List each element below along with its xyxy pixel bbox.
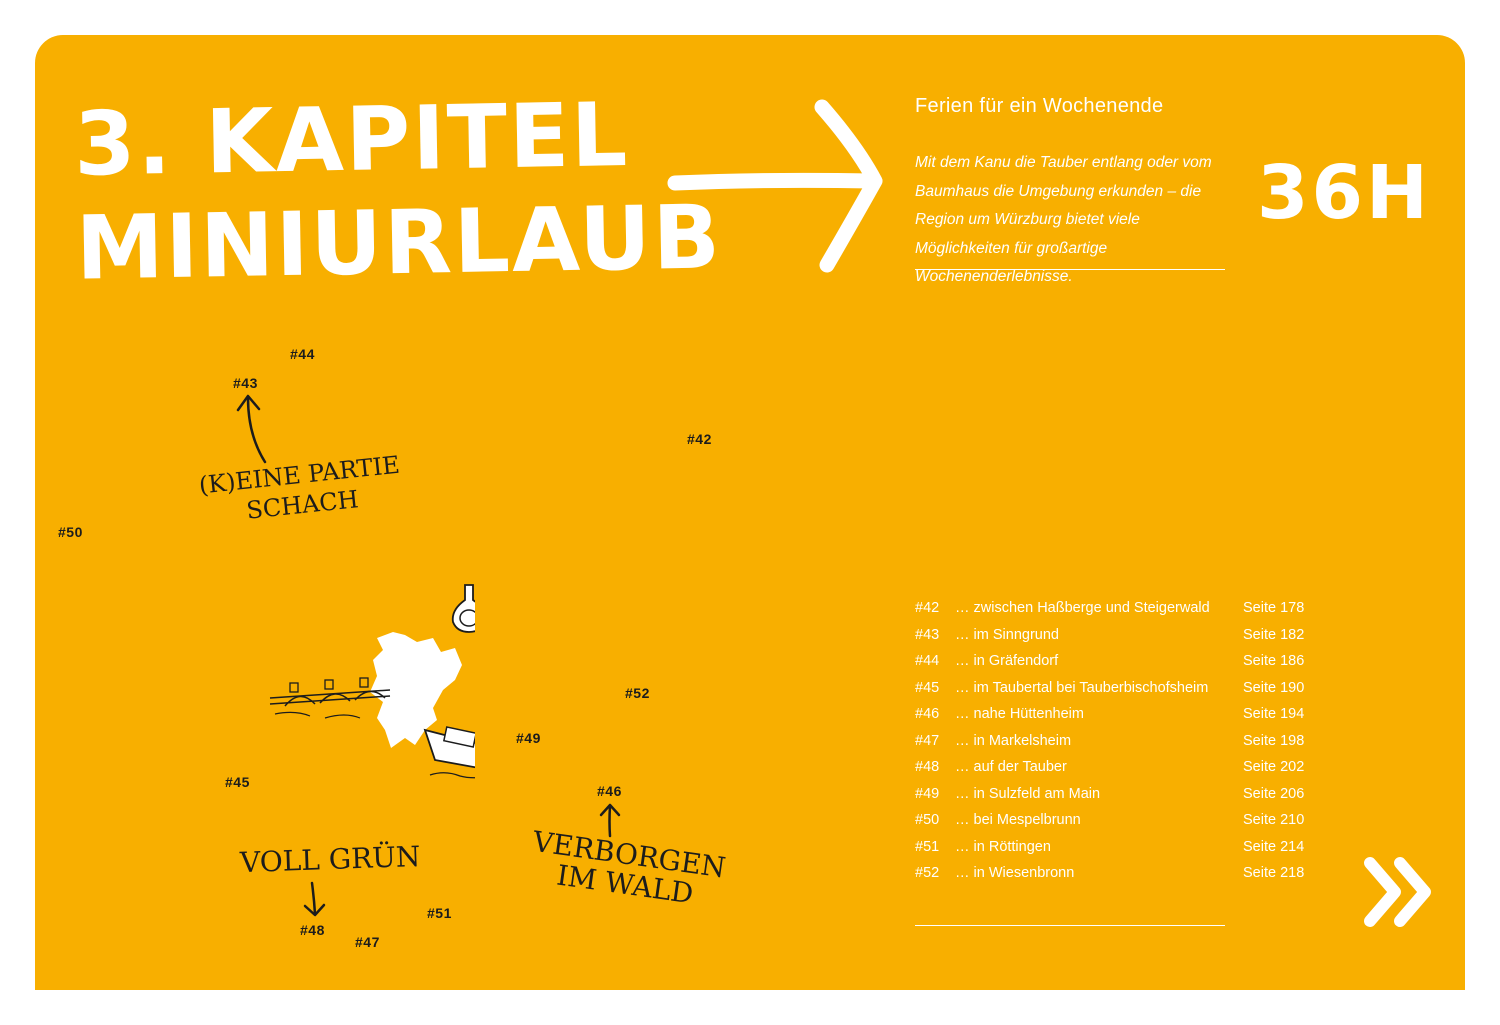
- chapter-number: 3. KAPITEL: [73, 82, 630, 196]
- toc-entry-number: #47: [915, 732, 940, 749]
- toc-row[interactable]: #51 … in Röttingen Seite 214: [915, 834, 1335, 861]
- toc-entry-number: #43: [915, 626, 940, 643]
- toc-row[interactable]: #49 … in Sulzfeld am Main Seite 206: [915, 781, 1335, 808]
- toc-entry-title: … bei Mespelbrunn: [955, 812, 1081, 828]
- arrow-right-icon: [667, 99, 883, 273]
- toc-row[interactable]: #43 … im Sinngrund Seite 182: [915, 622, 1335, 649]
- chapter-subtitle: Ferien für ein Wochenende: [915, 95, 1164, 117]
- toc-entry-number: #48: [915, 759, 940, 775]
- toc-entry-page: Seite 206: [1243, 785, 1305, 802]
- toc-row[interactable]: #47 … in Markelsheim Seite 198: [915, 728, 1335, 755]
- map-marker-51: #51: [427, 905, 452, 921]
- toc-entry-title: … nahe Hüttenheim: [955, 706, 1084, 722]
- map-marker-45: #45: [225, 774, 250, 790]
- map-marker-44: #44: [290, 346, 315, 362]
- toc-entry-page: Seite 214: [1243, 838, 1305, 855]
- map-marker-52: #52: [625, 685, 650, 701]
- map-marker-50: #50: [58, 524, 83, 540]
- region-map-illustration: [269, 584, 475, 779]
- toc-row[interactable]: #48 … auf der Tauber Seite 202: [915, 754, 1335, 781]
- toc-entry-number: #50: [915, 812, 940, 828]
- toc-entry-title: … zwischen Haßberge und Steigerwald: [955, 600, 1210, 616]
- map-marker-43: #43: [233, 375, 258, 391]
- toc-entry-page: Seite 202: [1243, 759, 1305, 775]
- toc-entry-page: Seite 194: [1243, 706, 1305, 722]
- toc-entry-page: Seite 190: [1243, 679, 1305, 696]
- chapter-title: 3. KAPITEL MINIURLAUB: [73, 81, 722, 300]
- toc-entry-title: … in Wiesenbronn: [955, 865, 1075, 881]
- map-marker-47: #47: [355, 934, 380, 950]
- toc-row[interactable]: #42 … zwischen Haßberge und Steigerwald Se…: [915, 595, 1335, 622]
- toc-row[interactable]: #44 … in Gräfendorf Seite 186: [915, 648, 1335, 675]
- map-marker-48: #48: [300, 922, 325, 938]
- toc-entry-page: Seite 178: [1243, 600, 1305, 616]
- toc-entry-number: #45: [915, 679, 940, 696]
- chapter-name: MINIURLAUB: [75, 185, 723, 300]
- toc-entry-number: #49: [915, 785, 940, 802]
- toc-entry-title: … im Taubertal bei Tauberbischofsheim: [955, 679, 1209, 696]
- map-marker-46: #46: [597, 783, 622, 799]
- toc-row[interactable]: #50 … bei Mespelbrunn Seite 210: [915, 807, 1335, 834]
- double-chevron-right-icon[interactable]: [1360, 855, 1440, 930]
- toc-entry-title: … in Sulzfeld am Main: [955, 785, 1101, 802]
- toc-row[interactable]: #45 … im Taubertal bei Tauberbischofsheim…: [915, 675, 1335, 702]
- toc-row[interactable]: #52 … in Wiesenbronn Seite 218: [915, 860, 1335, 887]
- toc-entry-page: Seite 182: [1243, 626, 1305, 643]
- note-green: VOLL GRÜN: [239, 839, 421, 880]
- chapter-intro: Mit dem Kanu die Tauber entlang oder vom…: [915, 154, 1212, 285]
- toc-entry-title: … in Gräfendorf: [955, 653, 1059, 669]
- toc-entry-page: Seite 210: [1243, 812, 1305, 828]
- toc-entry-title: … in Markelsheim: [955, 732, 1072, 749]
- arrow-down-icon: [303, 881, 326, 917]
- toc-entry-title: … in Röttingen: [955, 838, 1051, 855]
- toc-entry-page: Seite 218: [1243, 865, 1305, 881]
- chapter-page: 3. KAPITEL MINIURLAUB Ferien für ein Woc…: [35, 35, 1465, 990]
- arrow-up-icon-forest: [599, 803, 621, 838]
- toc-entry-number: #44: [915, 653, 940, 669]
- map-marker-49: #49: [516, 730, 541, 746]
- toc-row[interactable]: #46 … nahe Hüttenheim Seite 194: [915, 701, 1335, 728]
- toc-entry-title: … im Sinngrund: [955, 626, 1059, 643]
- arrow-up-icon: [236, 394, 267, 464]
- note-forest: VERBORGEN IM WALD: [527, 825, 728, 913]
- toc-entry-number: #42: [915, 600, 940, 616]
- note-chess: (K)EINE PARTIE SCHACH: [197, 450, 404, 531]
- map-marker-42: #42: [687, 431, 712, 447]
- divider-bottom: [915, 925, 1225, 926]
- toc-entry-title: … auf der Tauber: [955, 759, 1067, 775]
- duration-badge: 36H: [1257, 150, 1431, 236]
- toc-entry-number: #46: [915, 706, 940, 722]
- toc-entry-page: Seite 186: [1243, 653, 1305, 669]
- toc-entry-page: Seite 198: [1243, 732, 1305, 749]
- divider-top: [915, 269, 1225, 270]
- toc-entry-number: #51: [915, 838, 940, 855]
- toc-entry-number: #52: [915, 865, 940, 881]
